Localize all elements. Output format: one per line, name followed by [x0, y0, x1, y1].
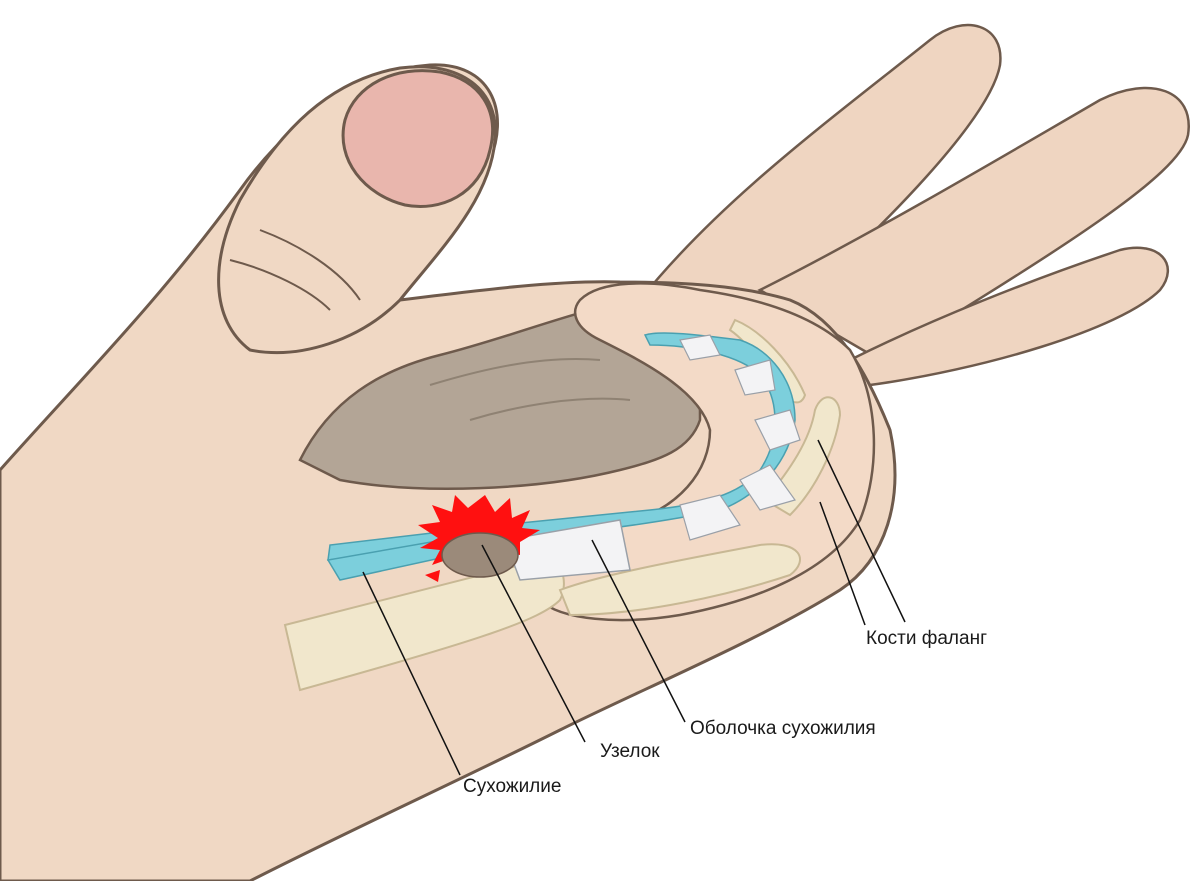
- middle-finger: [757, 86, 1190, 362]
- leader-sheath: [591, 539, 686, 723]
- label-phalanx-bones: Кости фаланг: [866, 628, 988, 649]
- leader-tendon: [362, 571, 461, 776]
- leader-nodule: [481, 544, 586, 743]
- thumb: [217, 65, 497, 354]
- tendon-sheath: [503, 334, 801, 581]
- nodule: [441, 532, 519, 578]
- label-tendon-sheath: Оболочка сухожилия: [690, 718, 876, 739]
- thumb-nail: [341, 69, 495, 208]
- leader-bones-1: [817, 439, 906, 623]
- index-finger: [637, 23, 1002, 302]
- proximal-phalanx: [558, 543, 801, 617]
- label-tendon: Сухожилие: [463, 776, 562, 797]
- label-nodule: Узелок: [600, 741, 660, 762]
- leader-bones-2: [819, 501, 866, 626]
- leader-lines: [362, 439, 906, 776]
- ring-finger-tip: [848, 246, 1170, 387]
- background-fingers: [637, 23, 1190, 387]
